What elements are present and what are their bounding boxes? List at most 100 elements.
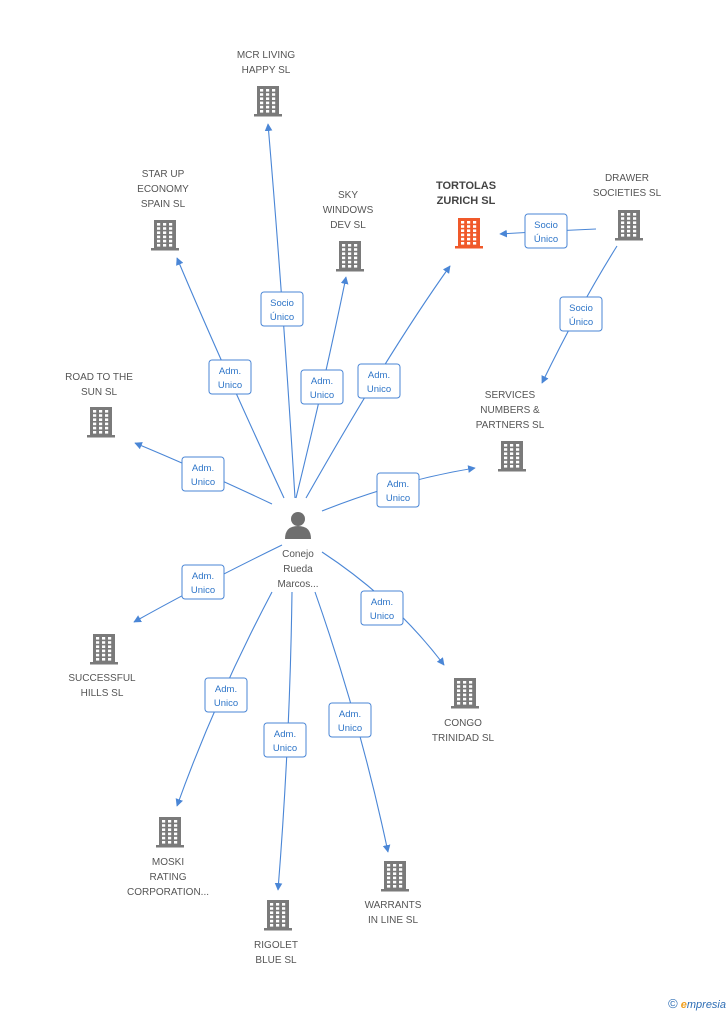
edge-label-line: Socio xyxy=(270,298,294,309)
edge-label-box xyxy=(181,456,225,492)
brand-name: mpresia xyxy=(686,999,726,1011)
edge-label-line: Unico xyxy=(218,380,242,391)
company-node-congo[interactable]: CONGO TRINIDAD SL xyxy=(432,678,495,744)
node-label-line: ZURICH SL xyxy=(437,195,496,207)
node-label-line: NUMBERS & xyxy=(480,405,540,416)
edge-label-line: Unico xyxy=(370,611,394,622)
node-label-line: TORTOLAS xyxy=(436,180,496,192)
edge-label-box xyxy=(360,590,404,626)
edge-label-person-tortolas[interactable]: Adm.Unico xyxy=(357,363,401,399)
building-icon xyxy=(264,900,292,931)
node-label-line: SERVICES xyxy=(485,390,536,401)
edge-label-line: Socio xyxy=(569,303,593,314)
building-icon xyxy=(615,210,643,241)
edge-label-line: Adm. xyxy=(274,729,296,740)
edge-label-box xyxy=(376,472,420,508)
person-node[interactable]: ConejoRuedaMarcos... xyxy=(277,512,319,590)
edge-label-line: Socio xyxy=(534,220,558,231)
company-label-moski: MOSKI RATING CORPORATION... xyxy=(127,857,209,898)
edge-label-person-moski[interactable]: Adm.Unico xyxy=(204,677,248,713)
edge-label-line: Adm. xyxy=(339,709,361,720)
edge-label-person-rigolet[interactable]: Adm. Unico xyxy=(263,722,307,758)
node-label-line: RIGOLET xyxy=(254,940,298,951)
node-label-line: Conejo xyxy=(282,549,314,560)
node-label-line: CONGO xyxy=(444,718,482,729)
brand-watermark: ©empresia xyxy=(668,996,726,1011)
person-label: ConejoRuedaMarcos... xyxy=(277,549,318,590)
edge-label-person-congo[interactable]: Adm.Unico xyxy=(360,590,404,626)
node-label-line: BLUE SL xyxy=(255,955,297,966)
building-icon xyxy=(336,241,364,272)
edge-label-box xyxy=(300,369,344,405)
building-icon xyxy=(156,817,184,848)
edge-label-line: Único xyxy=(270,312,294,323)
edge-label-line: Unico xyxy=(191,477,215,488)
edge-label-person-services[interactable]: Adm.Unico xyxy=(376,472,420,508)
building-icon xyxy=(455,218,483,249)
company-node-road[interactable]: ROAD TO THE SUN SL xyxy=(65,372,133,438)
edge-label-person-sky[interactable]: Adm. Unico xyxy=(300,369,344,405)
company-node-tortolas[interactable]: TORTOLAS ZURICH SL xyxy=(436,180,496,249)
node-label-line: Rueda xyxy=(283,564,313,575)
edge-label-person-road[interactable]: Adm.Unico xyxy=(181,456,225,492)
company-node-rigolet[interactable]: RIGOLET BLUE SL xyxy=(254,900,298,966)
company-label-tortolas: TORTOLAS ZURICH SL xyxy=(436,180,496,207)
edge-label-line: Unico xyxy=(273,743,297,754)
edge-label-person-starup[interactable]: Adm. Unico xyxy=(208,359,252,395)
edge-label-line: Unico xyxy=(214,698,238,709)
company-node-moski[interactable]: MOSKI RATING CORPORATION... xyxy=(127,817,209,898)
company-label-congo: CONGO TRINIDAD SL xyxy=(432,718,495,744)
building-icon xyxy=(451,678,479,709)
node-label-line: WINDOWS xyxy=(323,205,374,216)
company-label-road: ROAD TO THE SUN SL xyxy=(65,372,133,398)
edge-label-line: Adm. xyxy=(311,376,333,387)
building-icon xyxy=(254,86,282,117)
node-label-line: RATING xyxy=(149,872,186,883)
edge-label-box xyxy=(524,213,568,249)
company-label-rigolet: RIGOLET BLUE SL xyxy=(254,940,298,966)
edge-label-person-successful[interactable]: Adm.Unico xyxy=(181,564,225,600)
building-icon xyxy=(381,861,409,892)
building-icon xyxy=(151,220,179,251)
building-icon xyxy=(87,407,115,438)
node-label-line: CORPORATION... xyxy=(127,887,209,898)
edge-label-box xyxy=(328,702,372,738)
node-label-line: Marcos... xyxy=(277,579,318,590)
edge-label-box xyxy=(260,291,304,327)
edge-label-line: Adm. xyxy=(219,366,241,377)
edge-label-line: Adm. xyxy=(387,479,409,490)
node-label-line: MOSKI xyxy=(152,857,184,868)
node-label-line: STAR UP xyxy=(142,169,185,180)
node-label-line: SUN SL xyxy=(81,387,118,398)
edge-label-box xyxy=(181,564,225,600)
edge-label-line: Único xyxy=(569,317,593,328)
edge-label-person-warrants[interactable]: Adm.Unico xyxy=(328,702,372,738)
edge-label-box xyxy=(357,363,401,399)
edge-label-line: Adm. xyxy=(368,370,390,381)
node-label-line: HILLS SL xyxy=(81,688,124,699)
node-label-line: IN LINE SL xyxy=(368,915,418,926)
edge-label-line: Unico xyxy=(310,390,334,401)
building-icon xyxy=(90,634,118,665)
node-label-line: ROAD TO THE xyxy=(65,372,133,383)
brand-logo-letter: e xyxy=(680,999,687,1011)
node-label-line: TRINIDAD SL xyxy=(432,733,495,744)
building-icon xyxy=(498,441,526,472)
